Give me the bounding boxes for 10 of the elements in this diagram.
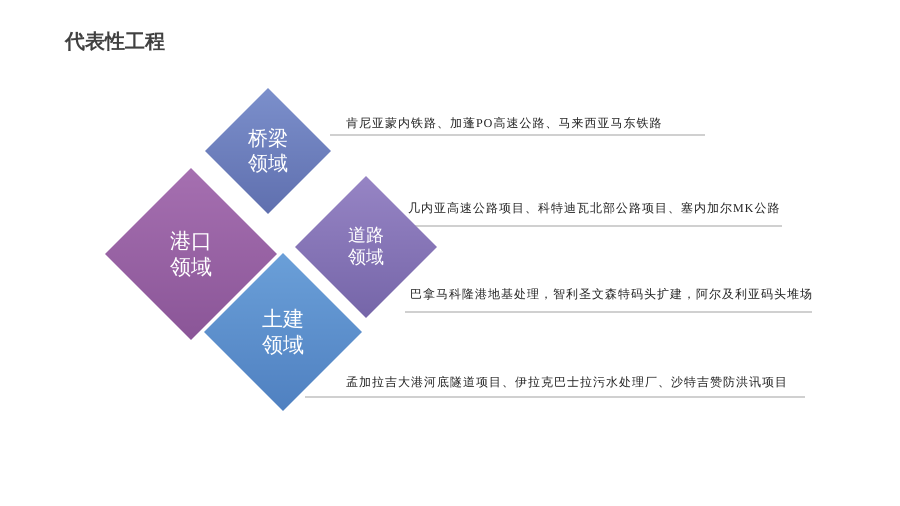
title: 代表性工程 — [65, 28, 165, 55]
project-list: 几内亚高速公路项目、科特迪瓦北部公路项目、塞内加尔MK公路 — [408, 199, 780, 217]
project-list: 孟加拉吉大港河底隧道项目、伊拉克巴士拉污水处理厂、沙特吉赞防洪讯项目 — [346, 373, 788, 391]
diamond-label: 桥梁领域 — [248, 126, 288, 176]
diamond-label: 港口领域 — [170, 228, 212, 280]
diamond-label: 土建领域 — [262, 306, 304, 358]
diamond-shape — [205, 88, 331, 214]
project-list: 巴拿马科隆港地基处理，智利圣文森特码头扩建，阿尔及利亚码头堆场 — [410, 285, 813, 303]
diamond-label: 道路领域 — [348, 224, 384, 270]
project-list: 肯尼亚蒙内铁路、加蓬PO高速公路、马来西亚马东铁路 — [346, 114, 662, 132]
